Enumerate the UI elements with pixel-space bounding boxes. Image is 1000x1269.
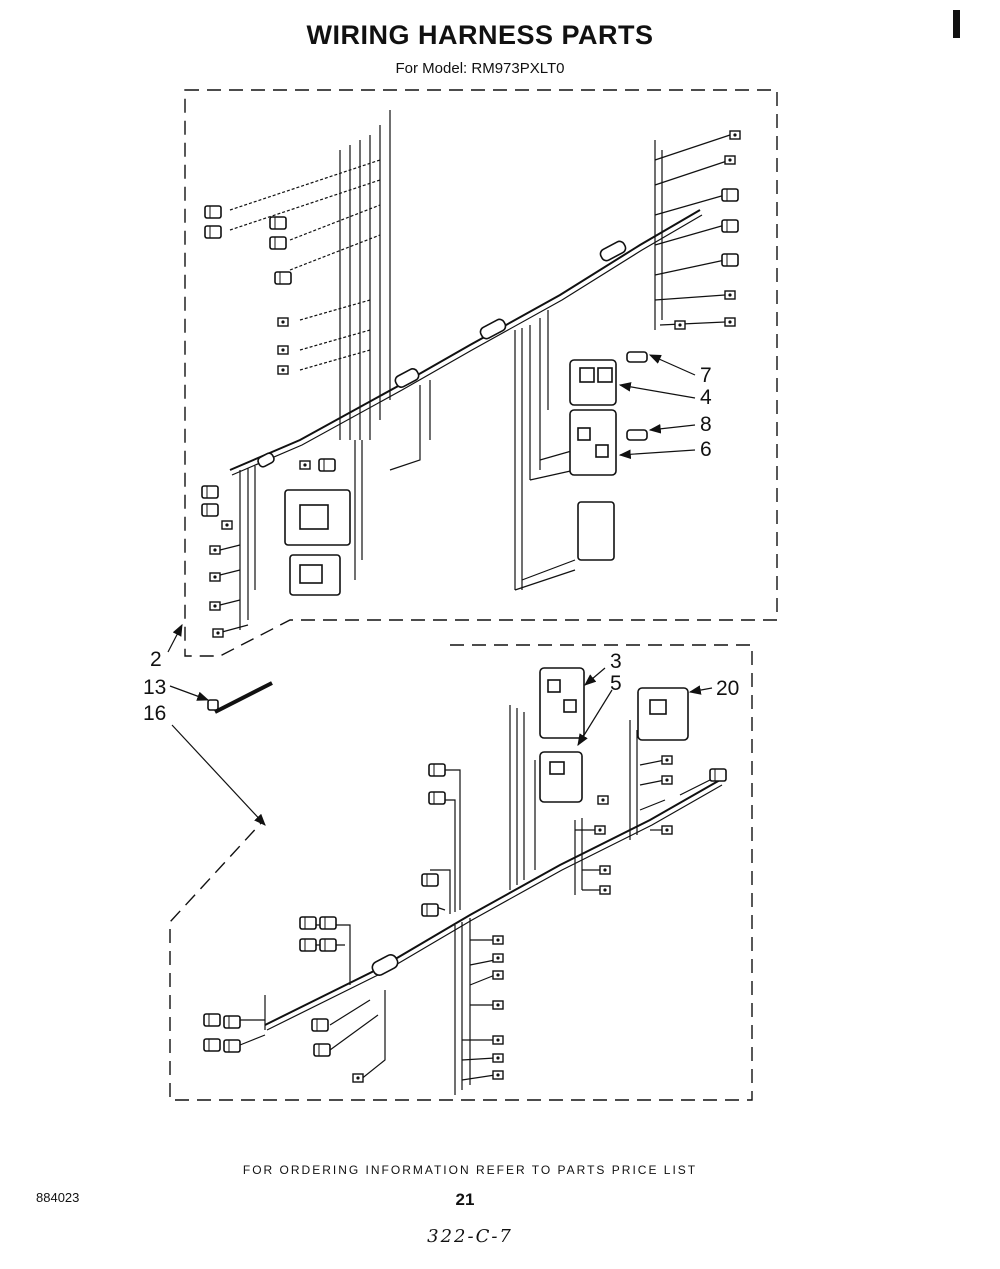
- callout-leaders: [167, 354, 713, 826]
- callout-4: 4: [700, 386, 712, 409]
- callout-6: 6: [700, 438, 712, 461]
- callout-7: 7: [700, 364, 712, 387]
- document-number: 884023: [36, 1190, 80, 1205]
- lower-wiring-harness: [239, 705, 723, 1095]
- handwritten-note: 322-C-7: [427, 1226, 513, 1247]
- callout-8: 8: [700, 413, 712, 436]
- upper-switch-components: [284, 351, 648, 596]
- lower-switch-components: [207, 667, 689, 803]
- upper-harness-boundary: [184, 89, 778, 657]
- model-subtitle: For Model: RM973PXLT0: [395, 60, 565, 77]
- callout-5: 5: [610, 672, 622, 695]
- ordering-note: FOR ORDERING INFORMATION REFER TO PARTS …: [242, 1163, 698, 1177]
- corner-registration-mark: [953, 10, 960, 38]
- lower-harness-boundary: [169, 644, 753, 1101]
- cable-tie-part: [214, 681, 273, 714]
- callout-20: 20: [716, 677, 739, 700]
- upper-wiring-harness: [219, 110, 731, 633]
- upper-connectors: [201, 130, 741, 638]
- callout-2: 2: [150, 648, 162, 671]
- page-title: WIRING HARNESS PARTS: [306, 20, 654, 50]
- callout-16: 16: [143, 702, 166, 725]
- page-number: 21: [455, 1190, 475, 1209]
- callout-13: 13: [143, 676, 166, 699]
- callout-3: 3: [610, 650, 622, 673]
